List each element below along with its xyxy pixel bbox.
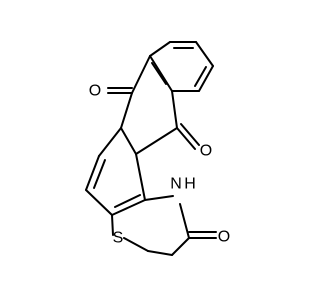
bond xyxy=(171,90,178,129)
bond xyxy=(149,55,173,92)
oxygen-atom-top: O xyxy=(89,83,101,100)
bond xyxy=(176,127,196,150)
bond xyxy=(98,127,122,157)
sulfur-atom: S xyxy=(113,230,124,247)
bond xyxy=(198,65,214,92)
oxygen-atom-bottom: O xyxy=(218,229,230,246)
bond xyxy=(147,250,173,256)
bond xyxy=(114,194,141,208)
bond xyxy=(135,153,146,201)
bond xyxy=(120,127,137,155)
bond xyxy=(111,199,146,216)
bond xyxy=(171,237,190,256)
atom-labels: O O O N H S xyxy=(89,83,230,247)
bond xyxy=(93,159,106,189)
bond xyxy=(180,123,200,146)
molecule-diagram: O O O N H S xyxy=(85,41,230,256)
bonds xyxy=(85,41,217,256)
bond xyxy=(85,189,113,216)
bond xyxy=(194,66,207,87)
bond xyxy=(195,41,214,67)
bond xyxy=(111,214,114,236)
bond xyxy=(131,55,151,94)
hydrogen-atom: H xyxy=(184,176,196,193)
bond xyxy=(120,92,133,129)
bond xyxy=(144,195,174,201)
oxygen-atom-right: O xyxy=(200,143,212,160)
nitrogen-atom: N xyxy=(170,176,182,193)
bond xyxy=(135,127,178,155)
molecule-structure: O O O N H S xyxy=(85,41,230,256)
bond xyxy=(151,62,167,85)
bond xyxy=(123,237,149,252)
bond xyxy=(179,203,190,239)
bond xyxy=(85,155,100,191)
bond xyxy=(149,41,171,57)
